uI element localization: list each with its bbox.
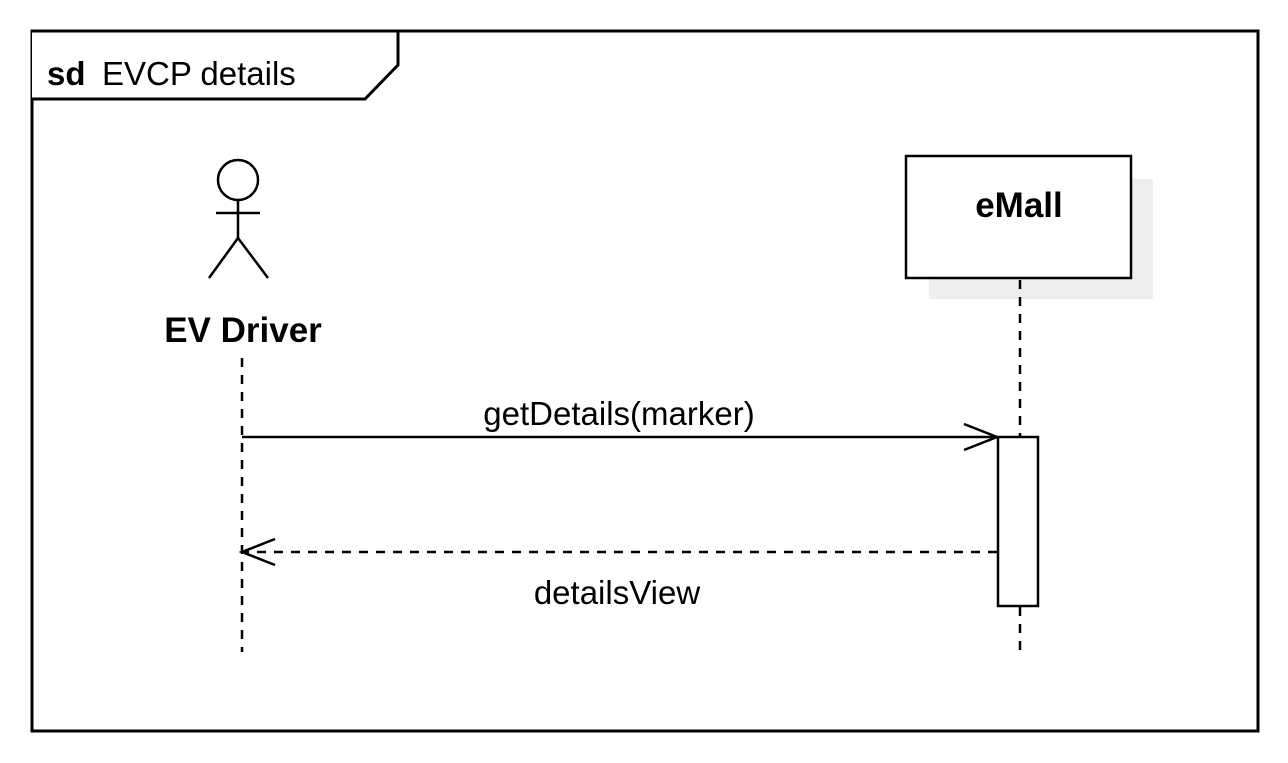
- open-arrowhead-icon: [238, 537, 276, 567]
- frame-keyword: sd: [47, 55, 86, 92]
- diagram-frame: [30, 29, 1260, 733]
- open-arrowhead-icon: [963, 422, 1001, 452]
- actor-label: EV Driver: [164, 311, 322, 350]
- frame-title: sd EVCP details: [47, 55, 296, 92]
- frame-name-tab: [32, 29, 400, 101]
- frame-name: EVCP details: [102, 55, 296, 92]
- call-message-label: getDetails(marker): [483, 395, 754, 432]
- activation-bar: [996, 435, 1040, 608]
- participant-box: [904, 154, 1133, 280]
- participant-label: eMall: [975, 186, 1063, 225]
- return-message-label: detailsView: [534, 574, 700, 611]
- stick-figure-actor-icon: [207, 158, 269, 279]
